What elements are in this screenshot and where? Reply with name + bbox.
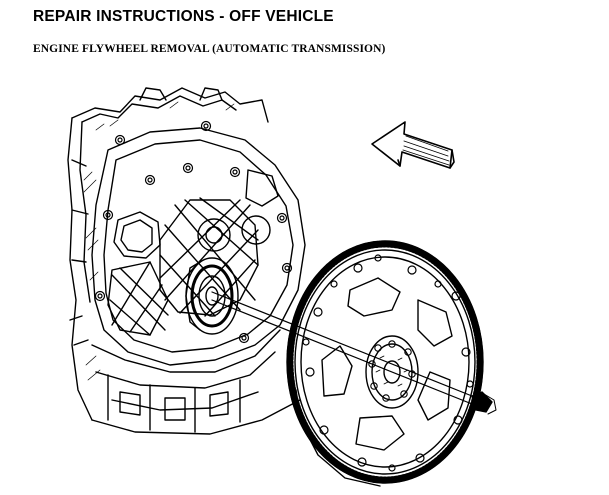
- flywheel: [286, 240, 484, 487]
- flywheel-removal-illustration: [67, 87, 497, 487]
- page-title: REPAIR INSTRUCTIONS - OFF VEHICLE: [33, 8, 334, 25]
- crankshaft-flange: [185, 257, 239, 335]
- removal-guide-line: [211, 291, 473, 405]
- page-subtitle: ENGINE FLYWHEEL REMOVAL (AUTOMATIC TRANS…: [33, 43, 386, 55]
- direction-arrow-icon: [371, 121, 455, 169]
- flywheel-bolt: [471, 391, 497, 415]
- engine-block: [67, 87, 306, 435]
